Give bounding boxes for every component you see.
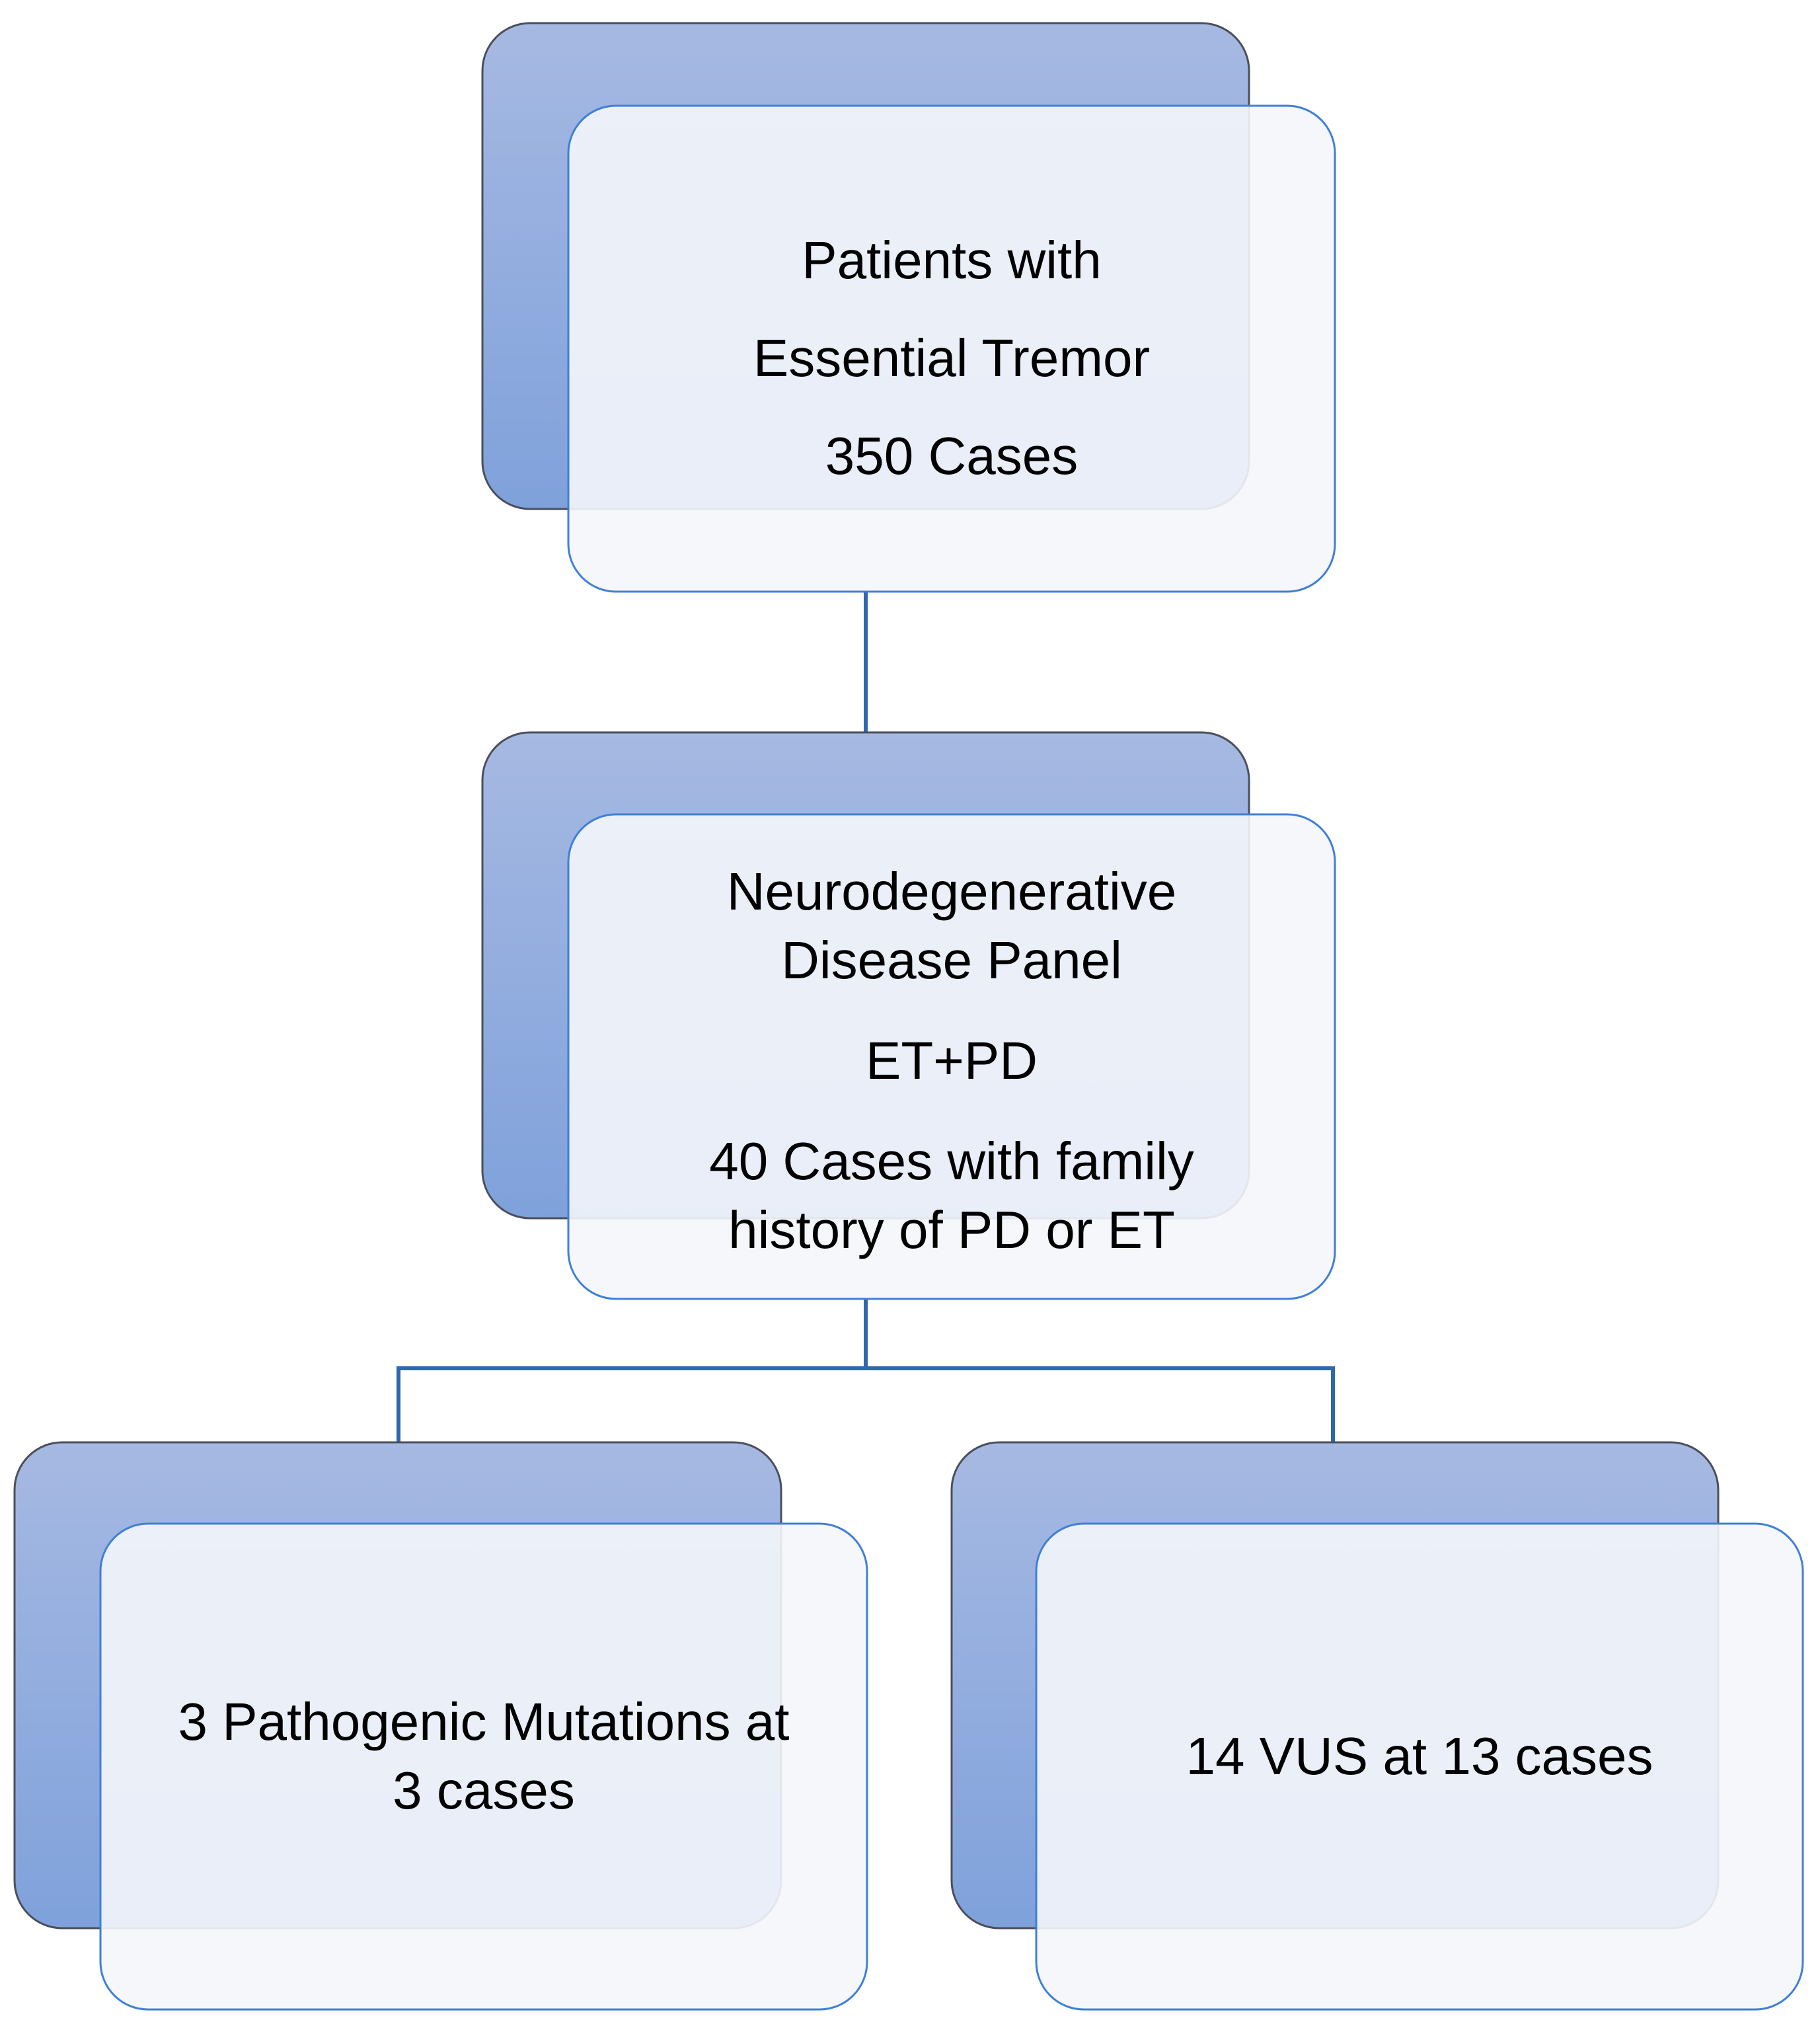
middle-node-line-4: 40 Cases with family xyxy=(709,1132,1194,1190)
middle-node-line-1: Neurodegenerative xyxy=(726,862,1177,921)
top-node-line-2: Essential Tremor xyxy=(753,329,1151,387)
middle-node-line-3: ET+PD xyxy=(865,1031,1038,1090)
bottom-right-node-line-1: 14 VUS at 13 cases xyxy=(1186,1727,1653,1785)
top-node-line-1: Patients with xyxy=(802,231,1102,290)
middle-front-box xyxy=(567,813,1336,1300)
middle-node-line-2: Disease Panel xyxy=(781,931,1122,990)
top-node-line-3: 350 Cases xyxy=(825,426,1079,485)
bottom-right-node-text: 14 VUS at 13 cases xyxy=(1036,1524,1803,2009)
top-front-box xyxy=(567,104,1336,593)
bottom-left-front-box xyxy=(99,1522,868,2011)
middle-node-text: Neurodegenerative Disease Panel ET+PD 40… xyxy=(568,814,1335,1299)
top-node-text: Patients with Essential Tremor 350 Cases xyxy=(568,106,1335,592)
bottom-left-node-line-2: 3 cases xyxy=(393,1761,575,1820)
bottom-right-front-box xyxy=(1035,1522,1804,2011)
bottom-left-node-line-1: 3 Pathogenic Mutations at xyxy=(178,1692,790,1751)
bottom-left-node-text: 3 Pathogenic Mutations at 3 cases xyxy=(100,1524,867,2009)
middle-node-line-5: history of PD or ET xyxy=(728,1200,1175,1259)
